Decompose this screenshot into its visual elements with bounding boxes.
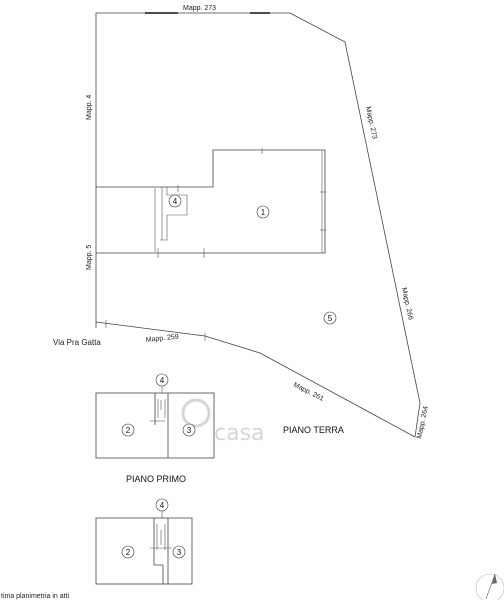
- street-label: Via Pra Gatta: [53, 338, 101, 347]
- marker-number: 4: [160, 376, 165, 385]
- site-boundary: [95, 12, 421, 438]
- marker-number: 2: [126, 426, 131, 435]
- footer-note: tima planimetria in atti: [1, 593, 70, 600]
- marker-circle: [168, 194, 182, 208]
- parcel-label-left-lower: Mapp. 5: [86, 245, 93, 270]
- marker-number: 3: [187, 426, 192, 435]
- marker-circle: [256, 205, 270, 219]
- parcel-label-right-upper: Mapp. 273: [364, 106, 378, 140]
- watermark-text: casa: [214, 421, 265, 446]
- watermark: casa: [181, 398, 265, 446]
- marker-circle: [172, 545, 186, 559]
- marker-circle: [155, 498, 169, 512]
- marker-circle: [155, 373, 169, 387]
- parcel-label-bottom-left: Mapp. 259: [145, 334, 179, 344]
- first-floor-plan: [95, 510, 193, 585]
- first-floor-title: PIANO PRIMO: [126, 474, 186, 484]
- marker-circle: [182, 423, 196, 437]
- ground-floor-plan: [95, 384, 215, 459]
- north-arrow-icon: [475, 573, 504, 600]
- marker-circle: [121, 545, 135, 559]
- ground-floor-title: PIANO TERRA: [283, 425, 344, 435]
- marker-number: 1: [261, 208, 266, 217]
- marker-number: 2: [126, 548, 131, 557]
- building-footprint: [96, 148, 326, 341]
- parcel-label-bottom-right: Mapp. 261: [292, 382, 325, 403]
- parcel-label-top: Mapp. 273: [183, 5, 216, 12]
- marker-number: 3: [177, 548, 182, 557]
- marker-circle: [323, 311, 337, 325]
- marker-circle: [121, 423, 135, 437]
- parcel-label-right-lower: Mapp. 264: [416, 405, 430, 439]
- parcel-label-left-upper: Mapp. 4: [86, 95, 93, 120]
- marker-number: 4: [160, 501, 165, 510]
- marker-number: 4: [173, 197, 178, 206]
- marker-number: 5: [328, 314, 333, 323]
